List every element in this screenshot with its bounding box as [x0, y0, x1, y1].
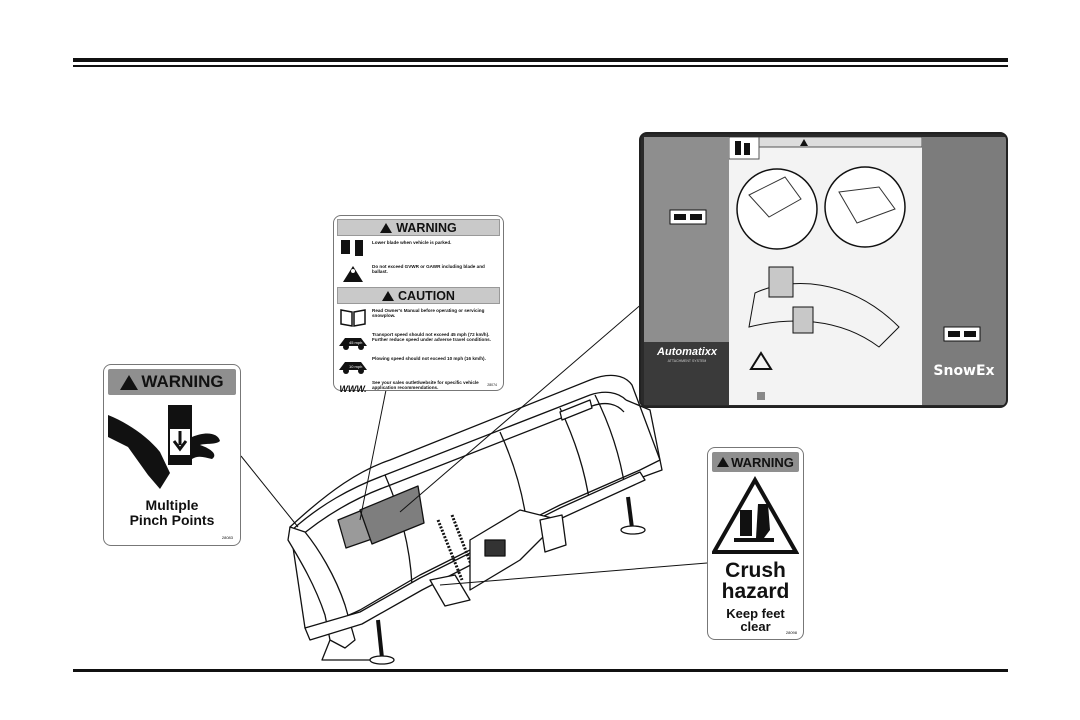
top-rule-thick: [73, 58, 1008, 62]
decal-right-panel: [922, 137, 1006, 405]
combo-caution-item-3: Plowing speed should not exceed 10 mph (…: [372, 356, 486, 361]
caution-triangle-icon: [382, 290, 395, 301]
combo-warning-item-1: Lower blade when vehicle is parked.: [372, 240, 452, 245]
speed-10-label: 10 mph: [349, 364, 362, 369]
automatixx-instruction-decal: Automatixx ATTACHMENT SYSTEM SnowEx: [639, 132, 1008, 408]
decal-center-diagram: [728, 136, 923, 405]
crush-decal-code: 28098: [785, 630, 797, 635]
automatixx-brand-area: [644, 342, 729, 405]
combo-caution-header: CAUTION: [337, 287, 500, 304]
crush-warning-header: WARNING: [712, 452, 799, 472]
snowex-logo: SnowEx: [924, 363, 1004, 379]
crush-hazard-warning-decal: WARNING Crush hazard Keep feet clear 280…: [707, 447, 804, 640]
website-icon: WWW.: [337, 378, 369, 400]
combo-decal-code: 28074: [487, 383, 497, 387]
crush-warning-label: WARNING: [731, 454, 794, 470]
pinch-warning-header: WARNING: [108, 369, 236, 395]
combo-warning-item-2: Do not exceed GVWR or GAWR including bla…: [372, 264, 485, 275]
warning-triangle-icon: [717, 457, 730, 467]
manual-book-icon: [337, 306, 369, 328]
attachment-system-label: ATTACHMENT SYSTEM: [667, 359, 707, 363]
pinch-decal-code: 28083: [221, 535, 233, 540]
combo-caution-label: CAUTION: [398, 288, 455, 303]
pinch-points-warning-decal: WARNING Multiple Pinch Points 28083: [103, 364, 241, 546]
warning-caution-decal: WARNING Lower blade when vehicle is park…: [333, 215, 504, 394]
crush-text-line2: hazard: [721, 580, 790, 603]
crush-text-line4: clear: [740, 619, 771, 634]
warning-triangle-icon: [120, 374, 139, 390]
crush-foot-icon: [710, 475, 800, 556]
www-label: WWW.: [339, 384, 367, 394]
vehicle-load-icon: [337, 262, 369, 284]
top-rule-thin: [73, 65, 1008, 67]
combo-warning-header: WARNING: [337, 219, 500, 236]
speed-45-label: 45 mph: [349, 340, 362, 345]
pinch-text-line1: Multiple: [145, 497, 199, 513]
combo-warning-label: WARNING: [396, 220, 457, 235]
hand-pinch-icon: [108, 397, 236, 495]
pinch-warning-label: WARNING: [141, 372, 224, 391]
combo-caution-item-4: See your sales outlet/website for specif…: [372, 380, 479, 391]
crush-text-line3: Keep feet: [726, 606, 785, 621]
crush-text-line1: Crush: [725, 559, 786, 582]
combo-caution-item-2: Transport speed should not exceed 45 mph…: [372, 332, 491, 343]
plowing-speed-icon: 10 mph: [337, 354, 369, 376]
bottom-rule: [73, 669, 1008, 672]
crush-foot-icon: [337, 238, 369, 260]
warning-triangle-icon: [380, 222, 393, 233]
automatixx-logo: Automatixx: [657, 346, 717, 358]
pinch-text-line2: Pinch Points: [129, 512, 215, 528]
snowex-logo-text: SnowEx: [933, 363, 995, 379]
combo-caution-item-1: Read Owner's Manual before operating or …: [372, 308, 485, 319]
transport-speed-icon: 45 mph: [337, 330, 369, 352]
